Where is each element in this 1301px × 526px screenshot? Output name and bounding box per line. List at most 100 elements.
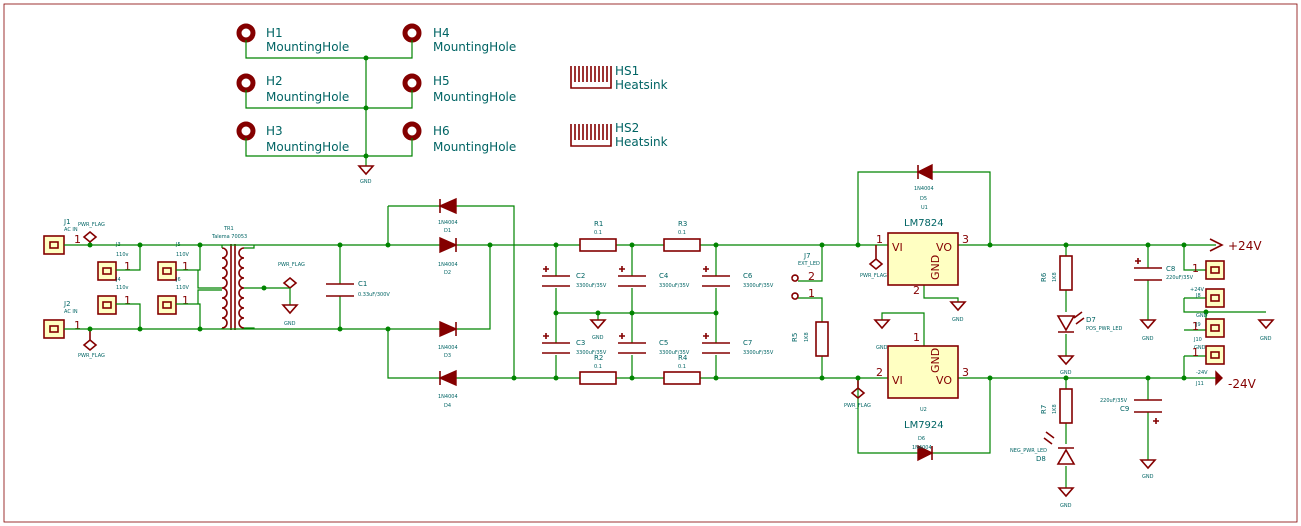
- hs1-value: Heatsink: [615, 78, 668, 92]
- c6-value: 3300uF/35V: [743, 283, 774, 289]
- d8-value: NEG_PWR_LED: [1010, 448, 1047, 454]
- regulator-u1[interactable]: [887, 232, 959, 286]
- hs1-ref: HS1: [615, 64, 639, 78]
- output-section: R6 1K8 D7 POS_PWR_LED GND R7 1K8 NEG_PWR…: [1010, 238, 1275, 509]
- h6-value: MountingHole: [433, 140, 516, 154]
- hs2-value: Heatsink: [615, 135, 668, 149]
- ext-led-section: J7 EXT_LED 2 1 R5 1K8: [791, 242, 829, 381]
- connector-j4[interactable]: [97, 295, 117, 315]
- mounting-hole-h2[interactable]: [236, 73, 256, 93]
- connector-j6[interactable]: [157, 295, 177, 315]
- c8-ref: C8: [1166, 265, 1175, 273]
- gnd-label-u2: GND: [876, 345, 888, 351]
- connector-j8[interactable]: [1205, 260, 1225, 280]
- resistor-r6[interactable]: [1059, 255, 1073, 291]
- connector-j1[interactable]: [43, 235, 65, 255]
- pos-rail-label: +24V: [1228, 239, 1262, 253]
- r4-ref: R4: [678, 354, 688, 362]
- gnd-symbol-d8: [1057, 487, 1075, 498]
- j6-pin: 1: [182, 294, 189, 307]
- resistor-r7[interactable]: [1059, 388, 1073, 424]
- gnd-label-ct: GND: [284, 321, 296, 327]
- gnd-label-d8: GND: [1060, 503, 1072, 509]
- regulator-u2[interactable]: [887, 345, 959, 399]
- h3-ref: H3: [266, 124, 283, 138]
- u1-pin1: 1: [876, 233, 883, 246]
- gnd-label-out: GND: [1260, 336, 1272, 342]
- j2-ref: J2: [63, 300, 71, 308]
- connector-j10[interactable]: [1205, 318, 1225, 338]
- j11-pin: 1: [1192, 346, 1199, 359]
- gnd-symbol-c9: [1139, 459, 1157, 470]
- heatsink-hs2-icon[interactable]: [570, 124, 612, 147]
- j6-ref: J6: [175, 277, 181, 283]
- mounting-hole-h4[interactable]: [402, 23, 422, 43]
- connector-j5[interactable]: [157, 261, 177, 281]
- d1-part: 1N4004: [438, 220, 458, 226]
- heatsinks: HS1 Heatsink HS2 Heatsink: [570, 64, 668, 149]
- diode-d5[interactable]: [916, 163, 933, 181]
- gnd-symbol-holes: [357, 165, 375, 176]
- d5-ref: D5: [920, 196, 927, 202]
- pwr-flag-ac-top-label: PWR_FLAG: [78, 222, 105, 228]
- j5-pin: 1: [182, 260, 189, 273]
- heatsink-hs1-icon[interactable]: [570, 66, 612, 89]
- resistor-r1[interactable]: [579, 238, 617, 252]
- r2-ref: R2: [594, 354, 603, 362]
- connector-j9[interactable]: [1205, 288, 1225, 308]
- regulator-u2-section: D6 1N4004 U2 LM7924 VI VO GND 2 3 1 GND …: [844, 312, 1216, 462]
- capacitor-c7[interactable]: [702, 333, 730, 354]
- resistor-r5[interactable]: [815, 321, 829, 357]
- resistor-r4[interactable]: [663, 371, 701, 385]
- mounting-hole-h1[interactable]: [236, 23, 256, 43]
- c5-value: 3300uF/35V: [659, 350, 690, 356]
- resistor-r3[interactable]: [663, 238, 701, 252]
- ac-input-section: J1 AC IN 1 J2 AC IN 1 PWR_FLAG PWR_FLAG …: [43, 218, 391, 359]
- d3-part: 1N4004: [438, 345, 458, 351]
- capacitor-c3[interactable]: [542, 333, 570, 354]
- r6-value: 1K8: [1052, 272, 1058, 282]
- capacitor-c8[interactable]: [1134, 258, 1162, 281]
- j1-value: AC IN: [64, 227, 78, 233]
- u1-ref: U1: [921, 205, 928, 211]
- capacitor-c9[interactable]: [1134, 399, 1162, 424]
- d6-ref: D6: [918, 436, 925, 442]
- capacitor-c2[interactable]: [542, 266, 570, 287]
- mounting-holes: H1 MountingHole H2 MountingHole H3 Mount…: [236, 23, 516, 185]
- connector-j2[interactable]: [43, 319, 65, 339]
- capacitor-c6[interactable]: [702, 266, 730, 287]
- capacitor-c4[interactable]: [618, 266, 646, 287]
- c9-ref: C9: [1120, 405, 1129, 413]
- h4-ref: H4: [433, 26, 450, 40]
- led-d8[interactable]: [1043, 431, 1076, 465]
- connector-j11[interactable]: [1205, 345, 1225, 365]
- d4-ref: D4: [444, 403, 451, 409]
- led-d7[interactable]: [1056, 311, 1085, 333]
- j2-value: AC IN: [64, 309, 78, 315]
- c5-ref: C5: [659, 339, 668, 347]
- j1-pin: 1: [74, 233, 81, 246]
- diode-d6[interactable]: [917, 444, 934, 462]
- r1-value: 0.1: [594, 230, 602, 236]
- capacitor-c1[interactable]: [326, 283, 354, 297]
- c9-value: 220uF/35V: [1100, 398, 1128, 404]
- c2-ref: C2: [576, 272, 585, 280]
- diode-d2[interactable]: [439, 236, 458, 254]
- capacitor-c5[interactable]: [618, 333, 646, 354]
- transformer-tr1[interactable]: [221, 244, 245, 330]
- mounting-hole-h6[interactable]: [402, 121, 422, 141]
- connector-j3[interactable]: [97, 261, 117, 281]
- mounting-hole-h5[interactable]: [402, 73, 422, 93]
- diode-d4[interactable]: [438, 369, 457, 387]
- c2-value: 3300uF/35V: [576, 283, 607, 289]
- d2-ref: D2: [444, 270, 451, 276]
- resistor-r2[interactable]: [579, 371, 617, 385]
- u2-vo: VO: [936, 374, 952, 387]
- connector-j7[interactable]: [791, 274, 799, 300]
- diode-d3[interactable]: [439, 320, 458, 338]
- j7-ref: J7: [803, 252, 811, 260]
- diode-d1[interactable]: [438, 197, 457, 215]
- mounting-hole-h3[interactable]: [236, 121, 256, 141]
- j10-pin: 1: [1192, 320, 1199, 333]
- j10-value: GND: [1194, 345, 1206, 351]
